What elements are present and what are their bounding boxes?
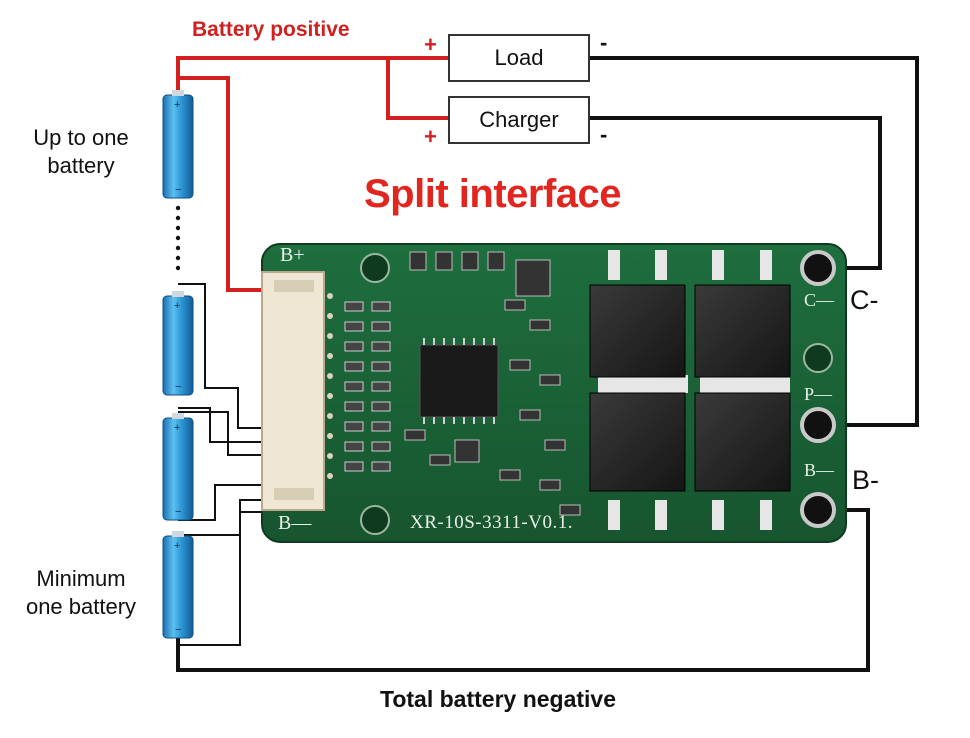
load-minus-sign: - [600,30,608,55]
charger-positive-wire [386,58,448,120]
charger-box: Charger [448,96,590,144]
battery-cell-2 [162,291,194,396]
svg-text:−: − [175,506,181,518]
bms-board [261,243,847,543]
mosfets [589,250,791,530]
positive-wires [176,56,448,292]
total-negative-wire [176,508,870,672]
minimum-battery-label: Minimum one battery [25,566,137,619]
battery-cell-3 [162,413,194,521]
charger-minus-sign: - [600,122,608,147]
battery-ellipsis [175,205,181,271]
board-b-minus-silk: B— [278,512,312,534]
svg-text:−: − [175,624,181,636]
svg-text:+: + [174,422,180,434]
svg-text:+: + [174,540,180,552]
svg-text:−: − [175,184,181,196]
b-minus-pad [800,492,836,528]
board-c-minus-silk: C— [804,290,835,310]
battery-cells: + − + − + − + − [162,90,194,639]
balance-connector [261,271,325,511]
board-b-minus-right-silk: B— [804,460,835,480]
b-minus-label: B- [852,465,879,495]
terminal-pads [800,250,836,528]
battery-positive-wire [176,56,448,95]
load-negative-wire [588,56,919,427]
battery-cell-top [162,90,194,199]
total-battery-negative-label: Total battery negative [380,686,617,712]
split-interface-title: Split interface [364,172,622,216]
charger-negative-wire [588,116,882,270]
bms-ic [419,344,499,418]
svg-text:+: + [174,300,180,312]
balance-wires [178,283,265,646]
board-b-plus-silk: B+ [280,244,305,266]
b-plus-wire [178,76,265,292]
up-to-one-battery-label: Up to one battery [33,125,129,178]
svg-text:−: − [175,381,181,393]
load-plus-sign: + [424,32,437,57]
p-minus-pad [800,407,836,443]
board-model-silk: XR-10S-3311-V0.1. [410,512,573,533]
c-minus-pad [800,250,836,286]
charger-plus-sign: + [424,124,437,149]
load-box: Load [448,34,590,82]
negative-wires [176,56,919,672]
battery-positive-label: Battery positive [192,18,350,41]
board-p-minus-silk: P— [804,384,833,404]
svg-text:+: + [174,99,180,111]
battery-cell-bottom [162,531,194,639]
c-minus-label: C- [850,285,879,315]
